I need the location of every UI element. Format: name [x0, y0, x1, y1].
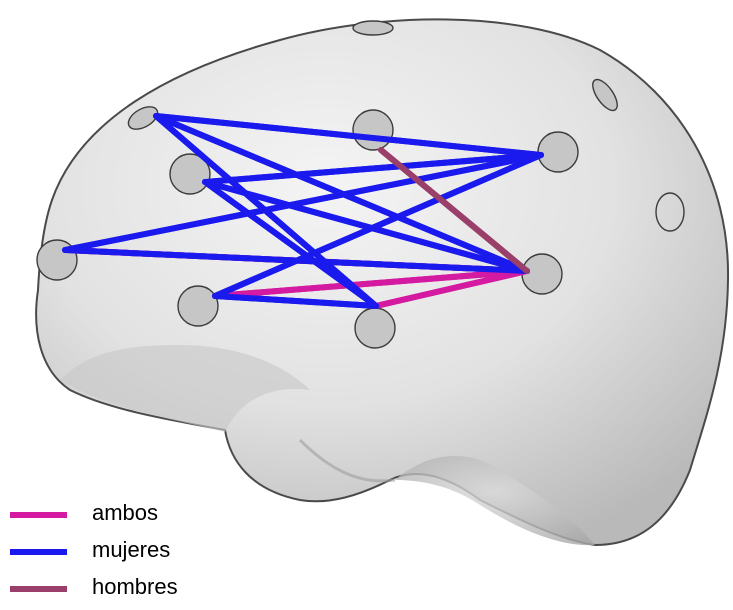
legend-swatch-mujeres	[10, 549, 67, 555]
electrode-n_lower_left	[178, 286, 218, 326]
electrode-n_right_mid	[522, 254, 562, 294]
legend-swatch-ambos	[10, 512, 67, 518]
legend-swatch-hombres	[10, 586, 67, 592]
legend-label-mujeres: mujeres	[92, 535, 170, 565]
electrode-n_right_upper	[538, 132, 578, 172]
electrode-n_center	[353, 110, 393, 150]
electrode-n_top	[353, 21, 393, 35]
legend-label-hombres: hombres	[92, 572, 178, 602]
electrode-n_lower_center	[355, 308, 395, 348]
legend-label-ambos: ambos	[92, 498, 158, 528]
